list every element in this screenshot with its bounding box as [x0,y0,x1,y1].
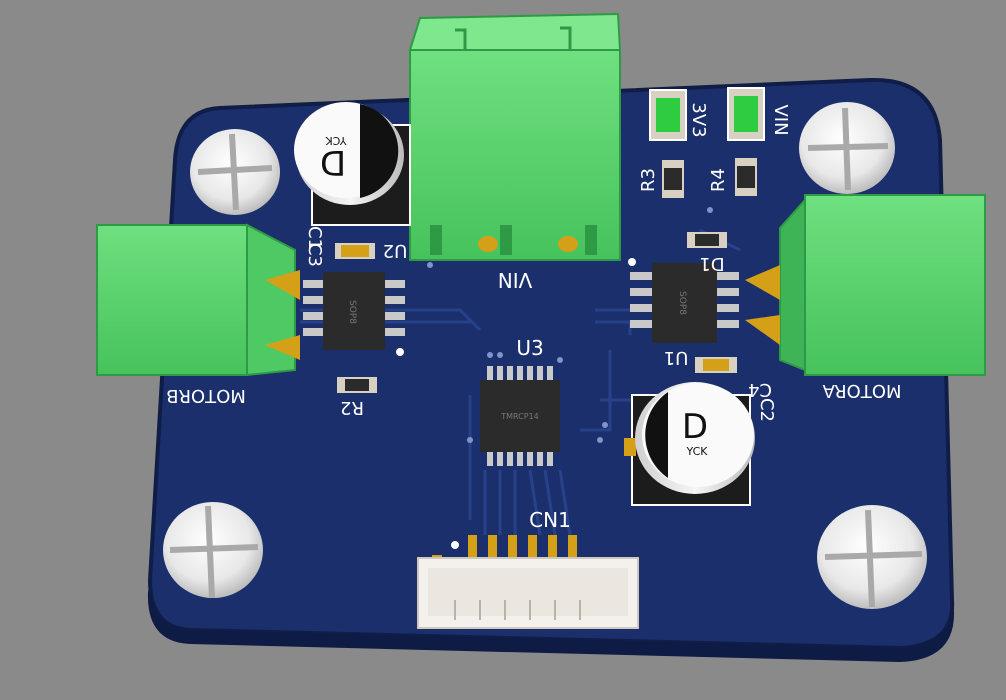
smd-parts [335,158,757,393]
cn1-connector [417,535,639,629]
c1-label: C1 [304,226,325,250]
cn1-label: CN1 [529,508,571,532]
c3-label: C3 [304,243,325,267]
u1-chip [628,258,739,343]
motorb-label: MOTORB [166,385,246,406]
screw-top-right [799,102,895,194]
r2-label: R2 [340,397,364,418]
vin-terminal-block [408,12,622,261]
screw-bottom-left [163,502,263,599]
vias [427,207,713,443]
u2-chip [303,272,405,356]
u2-chip-marking: SOP8 [347,300,357,324]
c2-capacitor [624,382,755,506]
screw-bottom-right [817,505,927,609]
r3-label: R3 [638,168,659,192]
c1-cap-letter: D [320,142,346,182]
led-3v3-label: 3V3 [688,102,709,137]
c1-cap-brand: YCK [325,134,348,147]
c2-label: C2 [756,398,777,422]
motorb-terminal-block [96,223,300,377]
u3-label: U3 [516,336,543,360]
led-3v3 [649,89,687,141]
c4-label: C4 [748,379,772,400]
u1-label: U1 [664,347,689,368]
vin-connector-label: VIN [498,268,533,292]
c2-cap-brand: YCK [685,445,708,458]
c2-cap-letter: D [682,407,708,447]
u1-chip-marking: SOP8 [677,291,687,315]
screw-top-left [190,129,280,215]
c1-capacitor [294,102,411,226]
u3-chip-marking: TMRCP14 [500,412,539,421]
d1-label: D1 [699,253,724,274]
motora-terminal-block [745,194,986,376]
r4-label: R4 [708,168,729,192]
led-vin-label: VIN [770,104,791,135]
motora-label: MOTORA [822,380,902,401]
u3-chip [480,366,560,466]
u2-label: U2 [383,240,408,261]
led-vin [727,87,765,141]
